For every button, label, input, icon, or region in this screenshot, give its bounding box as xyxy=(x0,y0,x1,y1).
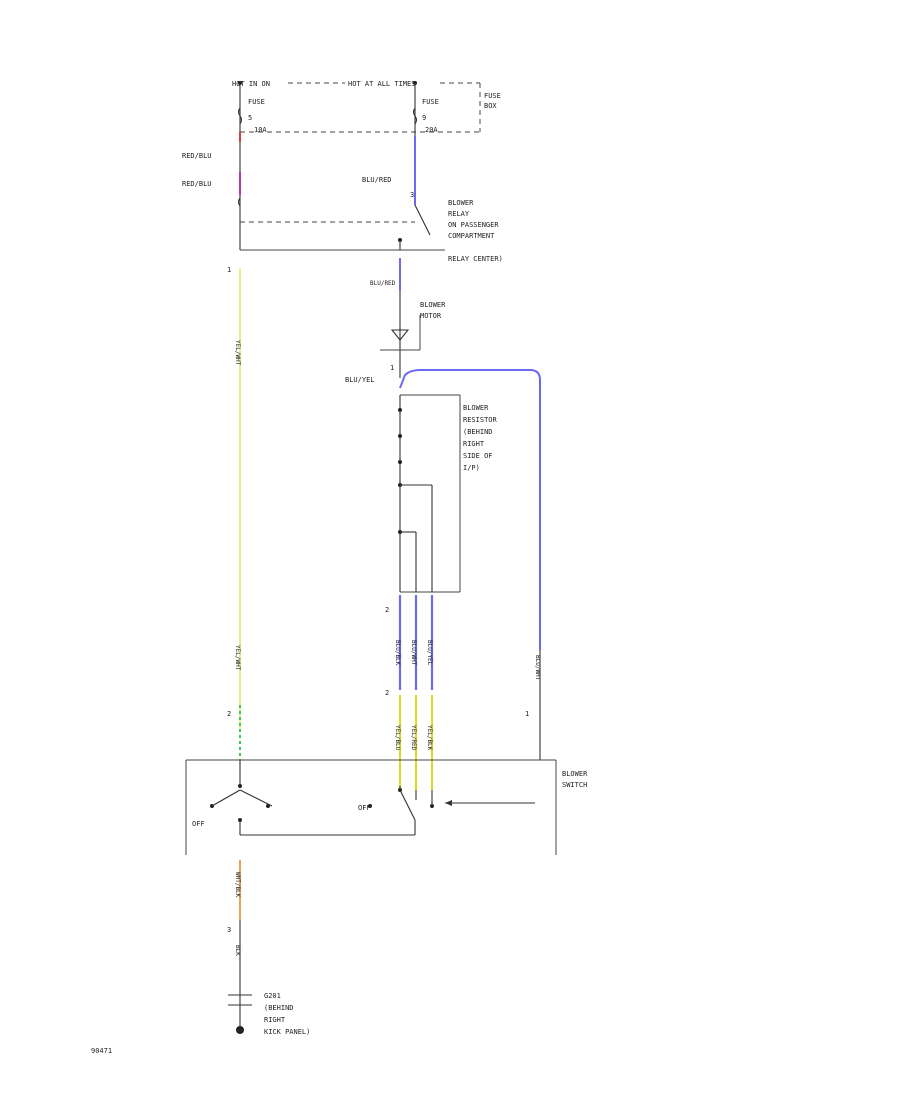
relay-label-3: ON PASSENGER xyxy=(448,221,499,229)
blower-switch: OFF OFF BLOWER SWITCH xyxy=(185,759,588,855)
pin-ground: 3 xyxy=(227,926,231,934)
figure-id: 90471 xyxy=(91,1047,112,1055)
fuse-9: FUSE 9 20A xyxy=(412,83,439,134)
fuse-left-number: 5 xyxy=(248,114,252,122)
wire-blk: BLK xyxy=(234,945,241,956)
ground-circuit: WHT/BLK BLK 3 G201 (BEHIND RIGHT KICK PA… xyxy=(227,860,310,1036)
resistor-label-4: RIGHT xyxy=(463,440,485,448)
relay-label-5: RELAY CENTER) xyxy=(448,255,503,263)
left-wire-column: RED/BLU RED/BLU YEL/WHT YEL/WHT 1 2 xyxy=(182,132,241,760)
fuse-left-rating: 10A xyxy=(254,126,267,134)
resistor-label-6: I/P) xyxy=(463,464,480,472)
wire-yel-blk: YEL/BLK xyxy=(426,725,433,751)
fuse-right-number: 9 xyxy=(422,114,426,122)
pin-relay: 3 xyxy=(410,191,414,199)
wire-red-blu-2: RED/BLU xyxy=(182,180,212,188)
motor-label-1: BLOWER xyxy=(420,301,446,309)
resistor-label-5: SIDE OF xyxy=(463,452,493,460)
fuse-box-label-1: FUSE xyxy=(484,92,501,100)
pin-right-speed: 1 xyxy=(525,710,529,718)
relay-label-2: RELAY xyxy=(448,210,470,218)
ground-label-3: RIGHT xyxy=(264,1016,286,1024)
power-feed: HOT IN ON HOT AT ALL TIMES FUSE BOX xyxy=(232,80,501,133)
pin-left-top: 1 xyxy=(227,266,231,274)
switch-label-2: SWITCH xyxy=(562,781,587,789)
switch-off-right: OFF xyxy=(358,804,371,812)
wire-blu-blk: BLU/BLK xyxy=(394,640,401,666)
fuse-right-rating: 20A xyxy=(425,126,438,134)
resistor-label-1: BLOWER xyxy=(463,404,489,412)
wire-yel-blu: YEL/BLU xyxy=(394,725,401,751)
hot-label: HOT IN ON xyxy=(232,80,270,88)
wire-wht-blk: WHT/BLK xyxy=(234,872,241,898)
pin-left-bottom: 2 xyxy=(227,710,231,718)
wire-blu-red-2: BLU/RED xyxy=(370,280,396,287)
switch-label-1: BLOWER xyxy=(562,770,588,778)
wire-red-blu-1: RED/BLU xyxy=(182,152,212,160)
hot-accessory-label: HOT AT ALL TIMES xyxy=(348,80,415,88)
fuse-left-label: FUSE xyxy=(248,98,265,106)
resistor-label-2: RESISTOR xyxy=(463,416,498,424)
wire-blu-red-1: BLU/RED xyxy=(362,176,392,184)
ground-label-4: KICK PANEL) xyxy=(264,1028,310,1036)
blower-relay: BLU/RED BLOWER RELAY ON PASSENGER COMPAR… xyxy=(240,132,503,263)
pin-speed-2: 2 xyxy=(385,689,389,697)
wire-yel-red: YEL/RED xyxy=(410,725,417,751)
ground-label-2: (BEHIND xyxy=(264,1004,294,1012)
wire-blu-wht: BLU/WHT xyxy=(410,640,417,666)
relay-label-1: BLOWER xyxy=(448,199,474,207)
switch-off-left: OFF xyxy=(192,820,205,828)
wire-yel-wht-1: YEL/WHT xyxy=(234,340,241,366)
wire-blu-yel-2: BLU/YEL xyxy=(426,640,433,666)
fuse-box-label-2: BOX xyxy=(484,102,497,110)
pin-speed-1: 2 xyxy=(385,606,389,614)
fuse-5: FUSE 5 10A xyxy=(237,83,267,134)
resistor-label-3: (BEHIND xyxy=(463,428,493,436)
ground-label-1: G201 xyxy=(264,992,281,1000)
speed-wires: BLU/BLK BLU/WHT BLU/YEL 2 2 YEL/BLU YEL/… xyxy=(385,595,541,790)
relay-label-4: COMPARTMENT xyxy=(448,232,495,240)
fuse-right-label: FUSE xyxy=(422,98,439,106)
pin-resistor-top: 1 xyxy=(390,364,394,372)
blower-motor: BLU/RED BLOWER MOTOR xyxy=(370,258,446,351)
wire-blu-yel-1: BLU/YEL xyxy=(345,376,375,384)
wire-yel-wht-2: YEL/WHT xyxy=(234,645,241,671)
wire-blu-wht-b: BLU/WHT xyxy=(534,655,541,681)
motor-label-2: MOTOR xyxy=(420,312,442,320)
blower-resistor: BLU/YEL 1 BLOWER RESISTOR (BEHIND RIGHT … xyxy=(345,350,541,650)
